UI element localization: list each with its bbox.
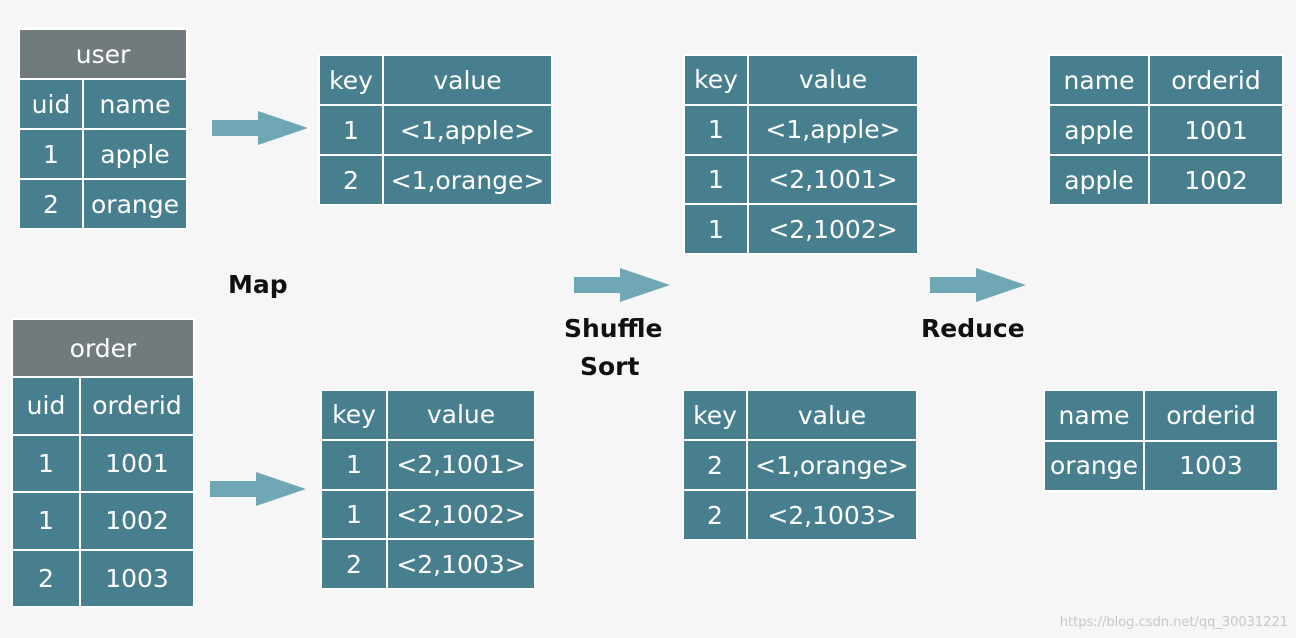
map-user-header-key: key [320,56,382,104]
user-cell: 1 [20,130,82,178]
sort-label: Sort [580,352,640,381]
user-cell: apple [84,130,186,178]
order-cell: 1003 [81,550,193,606]
map-user-cell: <1,apple> [384,106,551,154]
map-order-cell: 1 [322,490,386,539]
reduce1-header-orderid: orderid [1150,56,1282,104]
shuffle1-header-key: key [685,56,747,104]
reduce-key1-table: name orderid apple 1001 apple 1002 [1048,54,1284,206]
order-table: order uid orderid 1 1001 1 1002 2 1003 [11,318,195,608]
order-header-uid: uid [13,378,79,434]
map-order-cell: <2,1002> [388,490,534,539]
map-order-header-key: key [322,391,386,439]
map-output-order-table: key value 1 <2,1001> 1 <2,1002> 2 <2,100… [320,389,536,590]
map-order-cell: <2,1001> [388,440,534,489]
map-order-cell: 2 [322,540,386,588]
map-order-cell: 1 [322,440,386,489]
order-header-orderid: orderid [81,378,193,434]
map-order-header-value: value [388,391,534,439]
user-cell: orange [84,180,186,228]
shuffle2-cell: <1,orange> [748,441,916,489]
shuffle2-cell: 2 [684,491,746,539]
map-user-cell: <1,orange> [384,156,551,204]
reduce1-cell: 1002 [1150,156,1282,204]
shuffle1-cell: 1 [685,205,747,253]
reduce2-cell: orange [1045,441,1143,490]
map-label: Map [228,270,288,299]
shuffle1-header-value: value [749,56,917,104]
shuffle2-cell: 2 [684,441,746,489]
map-user-header-value: value [384,56,551,104]
user-header-uid: uid [20,80,82,128]
reduce-label: Reduce [921,314,1025,343]
shuffle1-cell: 1 [685,105,747,154]
user-table-caption: user [20,30,186,78]
arrow-right-icon [212,111,308,145]
shuffle-key1-table: key value 1 <1,apple> 1 <2,1001> 1 <2,10… [683,54,919,255]
shuffle1-cell: <1,apple> [749,105,917,154]
map-order-cell: <2,1003> [388,540,534,588]
shuffle2-header-value: value [748,391,916,439]
shuffle1-cell: <2,1002> [749,205,917,253]
order-cell: 2 [13,550,79,606]
user-cell: 2 [20,180,82,228]
reduce1-header-name: name [1050,56,1148,104]
order-table-caption: order [13,320,193,376]
order-cell: 1001 [81,435,193,491]
reduce2-header-name: name [1045,391,1143,440]
reduce-key2-table: name orderid orange 1003 [1043,389,1279,492]
user-table: user uid name 1 apple 2 orange [18,28,188,230]
shuffle2-cell: <2,1003> [748,491,916,539]
reduce2-cell: 1003 [1145,441,1277,490]
order-cell: 1 [13,493,79,549]
shuffle1-cell: 1 [685,155,747,204]
order-cell: 1002 [81,493,193,549]
map-user-cell: 1 [320,106,382,154]
shuffle2-header-key: key [684,391,746,439]
arrow-right-icon [574,268,670,302]
shuffle-label: Shuffle [564,314,663,343]
reduce1-cell: apple [1050,106,1148,154]
order-cell: 1 [13,435,79,491]
reduce2-header-orderid: orderid [1145,391,1277,440]
shuffle-key2-table: key value 2 <1,orange> 2 <2,1003> [682,389,918,541]
reduce1-cell: apple [1050,156,1148,204]
shuffle1-cell: <2,1001> [749,155,917,204]
map-output-user-table: key value 1 <1,apple> 2 <1,orange> [318,54,553,206]
reduce1-cell: 1001 [1150,106,1282,154]
watermark: https://blog.csdn.net/qq_30031221 [1059,615,1288,630]
arrow-right-icon [210,472,306,506]
user-header-name: name [84,80,186,128]
map-user-cell: 2 [320,156,382,204]
arrow-right-icon [930,268,1026,302]
